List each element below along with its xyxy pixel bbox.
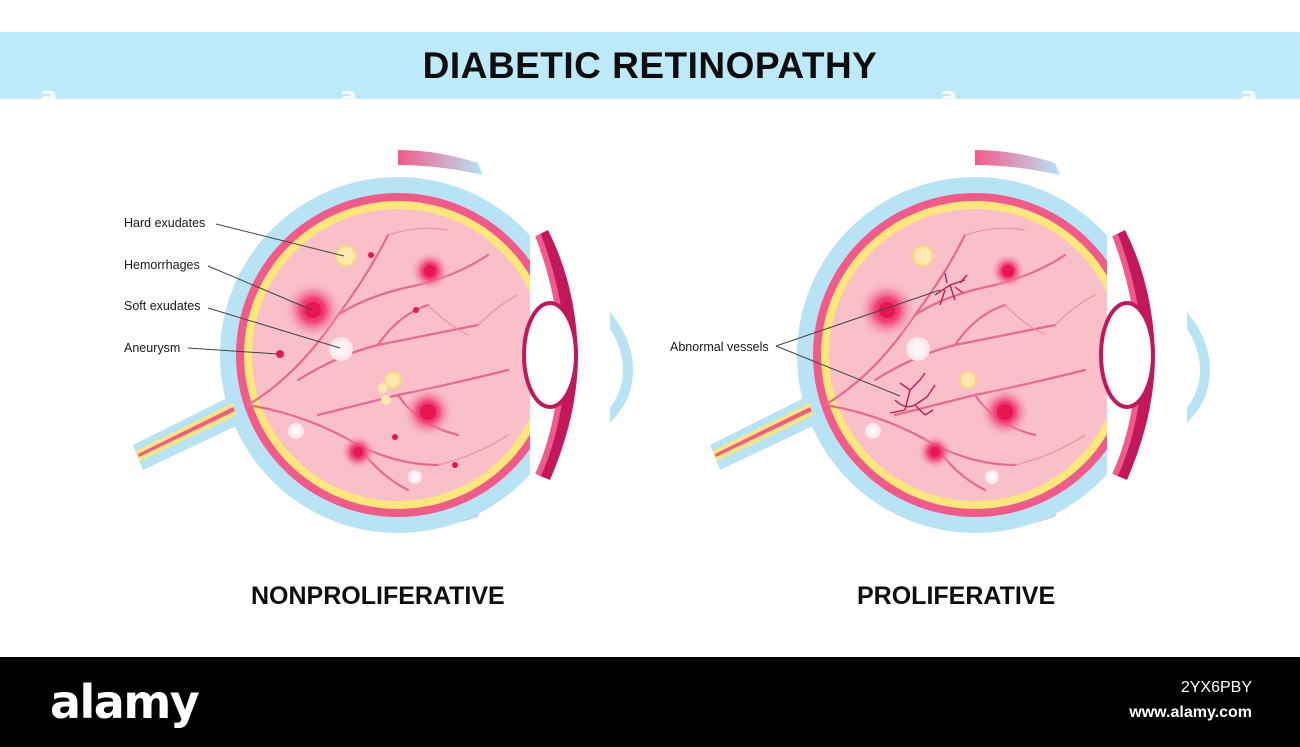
soft-exudate (865, 423, 881, 439)
aneurysm-dot (392, 434, 398, 440)
hard-exudate (378, 383, 388, 393)
hard-exudate (381, 395, 391, 405)
soft-exudate (906, 337, 930, 361)
soft-exudate (408, 470, 422, 484)
hemorrhage-small-dot (420, 404, 436, 420)
caption-nonproliferative: NONPROLIFERATIVE (251, 582, 505, 610)
label-soft-exudates: Soft exudates (124, 299, 200, 313)
hemorrhage-small-dot (353, 447, 363, 457)
site-url: www.alamy.com (1129, 704, 1252, 721)
leader-line (215, 223, 345, 257)
label-abnormal-vessels: Abnormal vessels (670, 340, 769, 354)
hemorrhage-small-dot (305, 302, 321, 318)
soft-exudate (288, 423, 304, 439)
image-id: 2YX6PBY (1180, 679, 1252, 696)
title-band: a a DIABETIC RETINOPATHY a a (0, 32, 1300, 112)
hemorrhage-small-dot (879, 302, 895, 318)
watermark-letter: a (340, 82, 358, 112)
leader-line (207, 265, 313, 311)
page-title: DIABETIC RETINOPATHY (422, 44, 878, 86)
label-hemorrhages: Hemorrhages (124, 258, 200, 272)
watermark-letter: a (940, 82, 958, 112)
label-aneurysm: Aneurysm (124, 341, 180, 355)
left-eye-labels: Hard exudates Hemorrhages Soft exudates … (124, 216, 345, 355)
hard-exudate (959, 371, 977, 389)
hemorrhage-small-dot (930, 447, 940, 457)
watermark-letter: a (40, 82, 58, 112)
aneurysm-dot (368, 252, 374, 258)
brand-logo: alamy (50, 675, 200, 729)
soft-exudate (985, 470, 999, 484)
caption-proliferative: PROLIFERATIVE (857, 582, 1056, 610)
leader-line (775, 345, 901, 397)
hard-exudate (384, 371, 402, 389)
label-hard-exudates: Hard exudates (124, 216, 205, 230)
abnormal-vessel-cluster (889, 272, 968, 416)
leader-line (207, 307, 341, 349)
footer-bar: alamy 2YX6PBY www.alamy.com (0, 657, 1300, 747)
hemorrhage-small-dot (997, 404, 1013, 420)
right-eye-labels: Abnormal vessels (670, 289, 941, 397)
aneurysm-dot (276, 350, 284, 358)
hard-exudate (335, 245, 357, 267)
leader-line (187, 347, 279, 355)
aneurysm-dot (452, 462, 458, 468)
eye-diagrams: Hard exudates Hemorrhages Soft exudates … (124, 110, 1300, 655)
leader-line (775, 289, 941, 347)
aneurysm-dot (413, 307, 419, 313)
hemorrhage-small-dot (424, 265, 436, 277)
hard-exudate (912, 245, 934, 267)
hemorrhage-small-dot (1002, 265, 1014, 277)
soft-exudate (329, 337, 353, 361)
watermark-letter: a (1240, 82, 1258, 112)
